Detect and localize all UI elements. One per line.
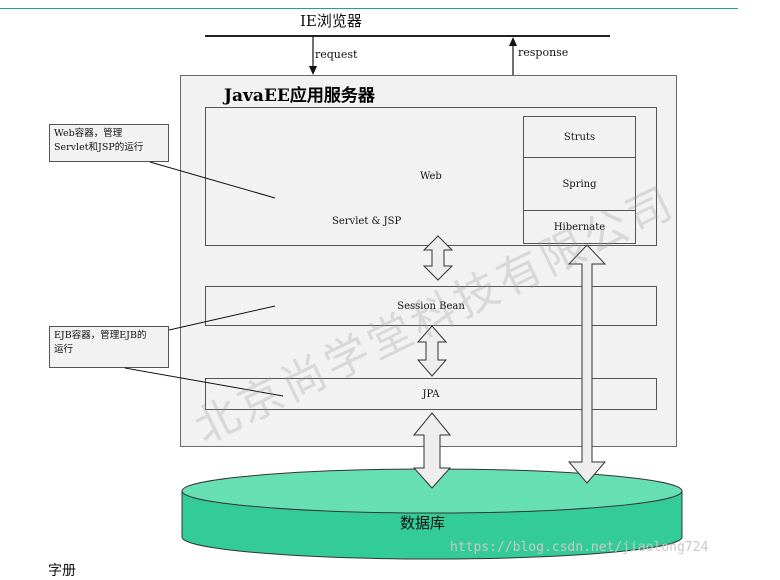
request-arrowhead (309, 66, 317, 75)
framework-stack: Struts Spring Hibernate (523, 116, 636, 244)
source-url: https://blog.csdn.net/jiaolong724 (450, 540, 709, 555)
web-label: Web (420, 171, 442, 182)
framework-hibernate: Hibernate (553, 221, 606, 233)
jpa-label: JPA (422, 388, 440, 400)
database-label: 数据库 (400, 514, 446, 532)
web-callout-line2: Servlet和JSP的运行 (54, 142, 144, 153)
web-container-callout: Web容器，管理 Servlet和JSP的运行 (49, 124, 169, 162)
framework-struts: Struts (524, 117, 635, 158)
servlet-jsp-label: Servlet & JSP (332, 216, 402, 227)
response-label: response (518, 46, 569, 59)
session-bean-label: Session Bean (397, 300, 465, 312)
database-cylinder (181, 468, 683, 560)
request-label: request (315, 48, 358, 61)
jpa-database-double-arrow (412, 412, 452, 489)
ejb-callout-leader-jpa (124, 367, 284, 397)
hibernate-database-double-arrow (567, 244, 607, 484)
session-jpa-double-arrow (416, 325, 448, 377)
ejb-callout-line2: 运行 (54, 344, 74, 355)
diagram-graphics (124, 37, 683, 560)
server-title: JavaEE应用服务器 (224, 86, 375, 106)
response-arrowhead (509, 37, 517, 46)
web-callout-line1: Web容器，管理 (54, 128, 123, 139)
ejb-container-callout: EJB容器，管理EJB的 运行 (49, 326, 169, 368)
browser-title: IE浏览器 (300, 12, 362, 30)
web-callout-leader (149, 161, 276, 199)
footer-text: 字册 (48, 563, 76, 579)
ejb-callout-leader-session (168, 305, 276, 331)
top-rule (0, 8, 738, 9)
web-session-double-arrow (422, 235, 454, 281)
ejb-callout-line1: EJB容器，管理EJB的 (54, 330, 147, 341)
framework-spring: Spring (524, 158, 635, 211)
browser-bar (205, 35, 610, 37)
